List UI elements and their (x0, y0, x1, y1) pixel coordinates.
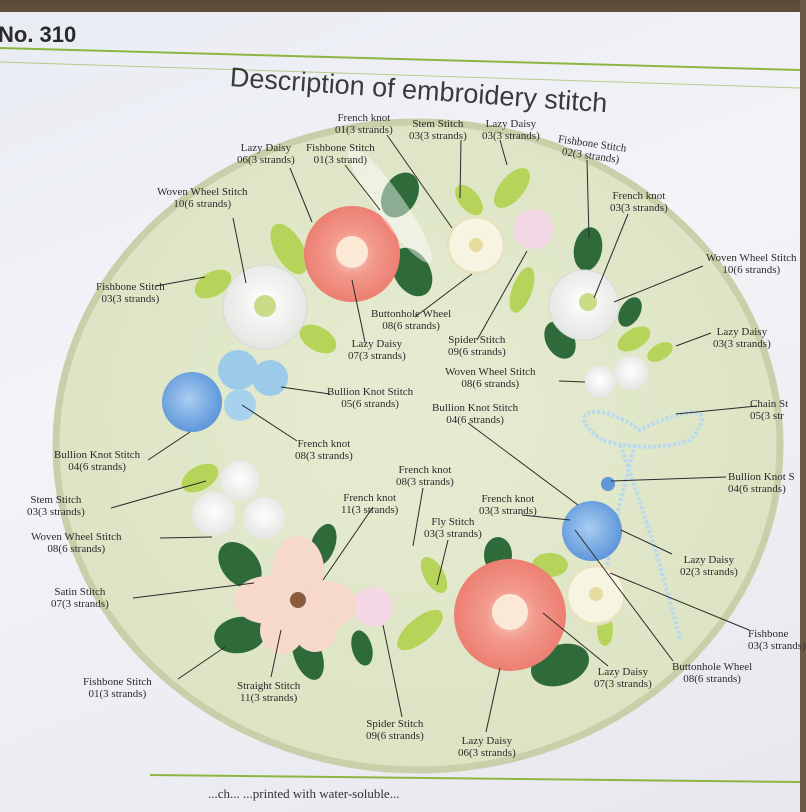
small-white-rose-2 (192, 492, 236, 536)
blue-bud (601, 477, 615, 491)
blue-rose-left (162, 372, 222, 432)
small-white-rose-5 (614, 356, 648, 390)
pink-flower-top-center (336, 236, 368, 268)
small-white-rose-3 (243, 497, 285, 539)
small-white-rose-1 (220, 461, 260, 501)
top-rule-line-thin (0, 61, 801, 89)
blue-flower-3 (224, 389, 256, 421)
light-glare (348, 147, 432, 263)
bottom-rule-line (149, 774, 801, 783)
leader-lines (110, 134, 758, 733)
spider-stitch-bottom (353, 587, 393, 627)
pink-flower-bottom-center (492, 594, 528, 630)
footer-note: ...ch... ...printed with water-soluble..… (208, 786, 400, 801)
small-white-rose-4 (584, 366, 616, 398)
top-rule-line (0, 47, 801, 71)
blue-rose-right (562, 501, 622, 561)
spider-stitch-top (513, 209, 553, 249)
light-leaves (181, 168, 673, 651)
white-rose-right-center (579, 293, 597, 311)
embroidery-pattern-photo (0, 47, 801, 783)
pattern-number: No. 310 (0, 22, 77, 47)
white-rose-left-center (254, 295, 276, 317)
blue-flower-1 (218, 350, 258, 390)
blue-flower-2 (252, 360, 288, 396)
peach-flower (234, 536, 357, 654)
